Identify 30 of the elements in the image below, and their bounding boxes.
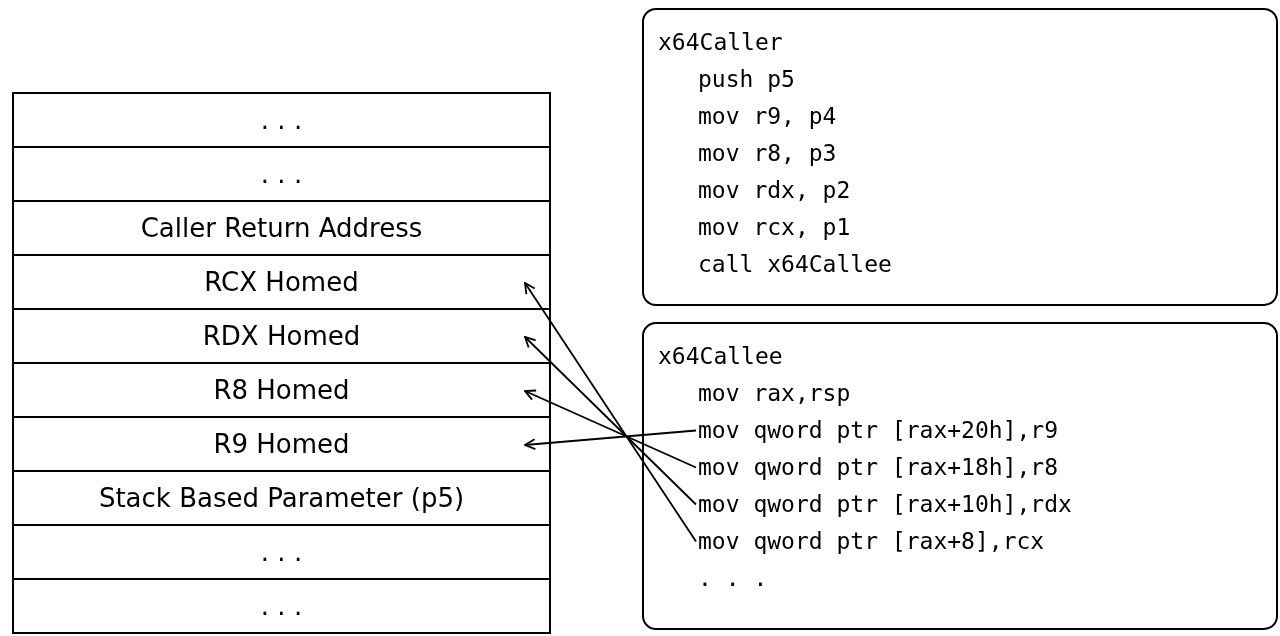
code-line: mov r9, p4 [697,102,838,131]
code-box [642,322,1278,630]
slot-label: Caller Return Address [140,211,423,245]
slot-label: . . . [260,103,303,137]
slot-label: Stack Based Parameter (p5) [98,481,465,515]
code-line: push p5 [697,65,796,94]
function-name: x64Caller [658,28,784,57]
function-name: x64Callee [658,342,784,371]
code-line: mov rdx, p2 [697,176,852,205]
code-line: mov rax,rsp [697,379,852,408]
slot-label: . . . [260,589,303,623]
slot-label: R9 Homed [213,427,350,461]
slot-label: . . . [260,535,303,569]
code-line: mov qword ptr [rax+18h],r8 [698,449,1059,486]
slot-label: RCX Homed [204,265,359,299]
code-line: mov r8, p3 [697,139,838,168]
code-line: . . . [697,564,769,593]
arrow [524,429,697,451]
slot-label: R8 Homed [213,373,350,407]
arrow [524,389,697,469]
code-line: mov qword ptr [rax+8],rcx [698,523,1045,560]
code-line: mov qword ptr [rax+20h],r9 [698,412,1059,449]
slot-label: . . . [260,157,303,191]
code-line: mov rcx, p1 [697,213,852,242]
code-line: call x64Callee [697,250,893,279]
arrow [524,336,697,506]
code-box [642,8,1278,306]
slot-label: RDX Homed [202,319,361,353]
code-line: mov qword ptr [rax+10h],rdx [698,486,1072,523]
arrow [524,282,697,543]
